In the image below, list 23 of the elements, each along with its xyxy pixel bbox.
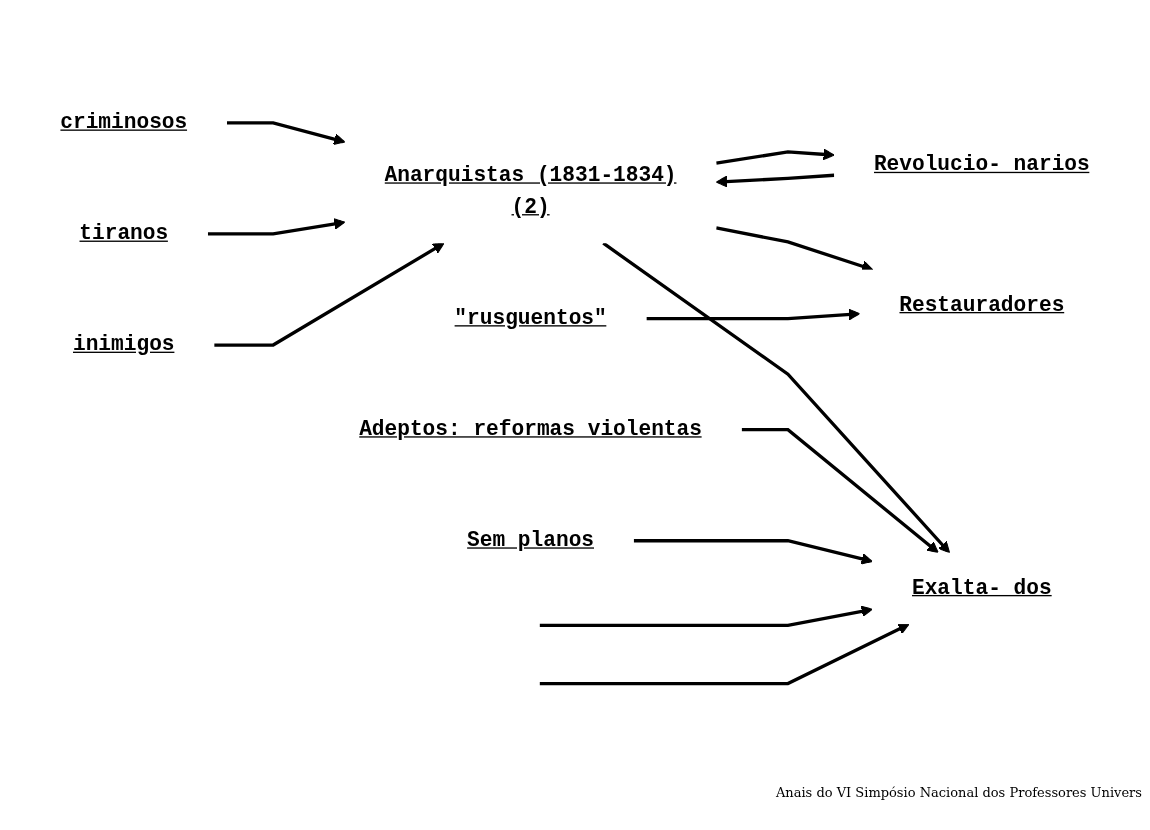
node-text: Restauradores	[899, 293, 1065, 318]
arrow	[716, 148, 835, 165]
node-text: Revolucio- narios	[873, 153, 1090, 178]
node-text: inimigos	[72, 333, 175, 357]
arrow	[214, 242, 445, 347]
node-text: "rusguentos"	[454, 306, 607, 331]
arrow	[226, 121, 346, 145]
node-text: Adeptos: reformas violentas	[359, 417, 702, 442]
node-text: criminosos	[60, 110, 188, 135]
arrow	[741, 428, 939, 554]
arrow	[539, 605, 873, 628]
footer-note: Anais do VI Simpósio Nacional dos Professores Univers	[775, 785, 1142, 800]
arrow	[715, 226, 874, 272]
node-text: Sem planos	[467, 528, 595, 553]
arrow	[715, 173, 835, 188]
arrow	[633, 539, 873, 565]
node-text: Exalta- dos	[911, 576, 1052, 601]
arrow	[207, 218, 346, 236]
arrow	[539, 623, 910, 686]
arrow	[602, 241, 951, 554]
node-text: tiranos	[79, 222, 169, 246]
arrow	[646, 308, 861, 321]
node-text: Anarquistas (1831-1834) (2)	[384, 163, 677, 220]
